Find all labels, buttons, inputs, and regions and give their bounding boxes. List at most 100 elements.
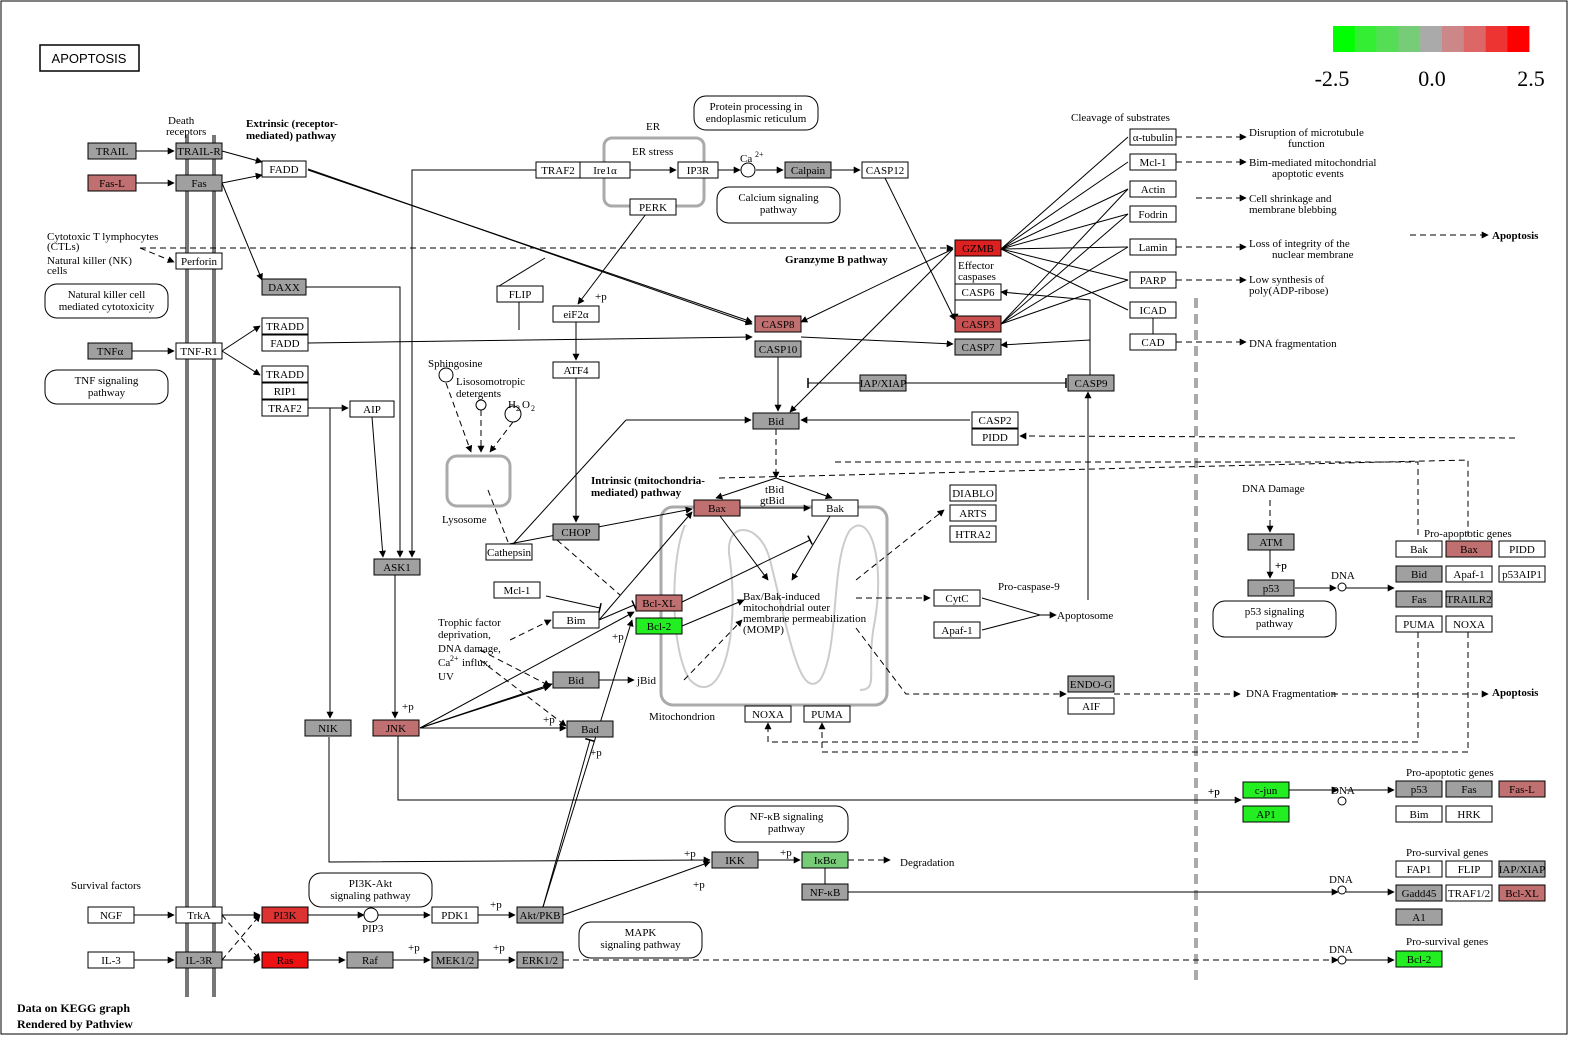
gene-box[interactable] bbox=[1445, 615, 1493, 633]
gene-box[interactable] bbox=[1498, 780, 1546, 798]
gene-flip[interactable]: FLIP bbox=[1445, 860, 1493, 878]
gene-box[interactable] bbox=[175, 174, 223, 192]
gene-htra2[interactable]: HTRA2 bbox=[949, 525, 997, 543]
gene-casp3[interactable]: CASP3 bbox=[954, 315, 1002, 333]
gene-icad[interactable]: ICAD bbox=[1129, 301, 1177, 319]
gene-box[interactable] bbox=[801, 851, 849, 869]
gene-box[interactable] bbox=[431, 906, 479, 924]
gene-box[interactable] bbox=[949, 484, 997, 502]
gene-pdk1[interactable]: PDK1 bbox=[431, 906, 479, 924]
gene-trail-r[interactable]: TRAIL-R bbox=[175, 142, 223, 160]
gene-box[interactable] bbox=[949, 504, 997, 522]
gene-box[interactable] bbox=[1129, 153, 1177, 171]
gene-box[interactable] bbox=[1247, 579, 1295, 597]
gene-lamin[interactable]: Lamin bbox=[1129, 238, 1177, 256]
gene-box[interactable] bbox=[261, 906, 309, 924]
gene-box[interactable] bbox=[1498, 565, 1546, 583]
gene-box[interactable] bbox=[552, 305, 600, 323]
gene-box[interactable] bbox=[261, 399, 309, 417]
gene-box[interactable] bbox=[175, 142, 223, 160]
gene-box[interactable] bbox=[304, 719, 352, 737]
gene-box[interactable] bbox=[373, 558, 421, 576]
gene-il-3r[interactable]: IL-3R bbox=[175, 951, 223, 969]
gene-box[interactable] bbox=[1129, 301, 1177, 319]
gene-p53[interactable]: p53 bbox=[1247, 579, 1295, 597]
gene-nf-b[interactable]: NF-κB bbox=[801, 883, 849, 901]
gene-fas[interactable]: Fas bbox=[1395, 590, 1443, 608]
gene-box[interactable] bbox=[261, 382, 309, 400]
gene-chop[interactable]: CHOP bbox=[552, 523, 600, 541]
gene-box[interactable] bbox=[87, 906, 135, 924]
gene-i-b[interactable]: IκBα bbox=[801, 851, 849, 869]
gene-cad[interactable]: CAD bbox=[1129, 333, 1177, 351]
gene-box[interactable] bbox=[1395, 805, 1443, 823]
gene-box[interactable] bbox=[1395, 860, 1443, 878]
gene-bax[interactable]: Bax bbox=[1445, 540, 1493, 558]
gene-atm[interactable]: ATM bbox=[1247, 533, 1295, 551]
gene-fas-l[interactable]: Fas-L bbox=[87, 174, 137, 192]
gene-bid[interactable]: Bid bbox=[1395, 565, 1443, 583]
gene-box[interactable] bbox=[1395, 590, 1443, 608]
gene-mcl-1[interactable]: Mcl-1 bbox=[493, 581, 541, 599]
gene-box[interactable] bbox=[1445, 860, 1493, 878]
gene-p53[interactable]: p53 bbox=[1395, 780, 1443, 798]
pathway-box[interactable] bbox=[1212, 600, 1337, 638]
gene-box[interactable] bbox=[784, 161, 832, 179]
gene-noxa[interactable]: NOXA bbox=[744, 705, 792, 723]
gene-bad[interactable]: Bad bbox=[566, 720, 614, 738]
gene-erk1-2[interactable]: ERK1/2 bbox=[516, 951, 564, 969]
gene-box[interactable] bbox=[754, 340, 802, 358]
gene-box[interactable] bbox=[744, 705, 792, 723]
gene-fodrin[interactable]: Fodrin bbox=[1129, 205, 1177, 223]
gene-box[interactable] bbox=[693, 499, 741, 517]
gene-puma[interactable]: PUMA bbox=[1395, 615, 1443, 633]
gene-box[interactable] bbox=[801, 883, 849, 901]
gene-box[interactable] bbox=[1129, 180, 1177, 198]
pathway-box[interactable] bbox=[578, 921, 703, 959]
gene-tnf-r1[interactable]: TNF-R1 bbox=[175, 342, 223, 360]
gene-casp10[interactable]: CASP10 bbox=[754, 340, 802, 358]
gene-fap1[interactable]: FAP1 bbox=[1395, 860, 1443, 878]
gene-box[interactable] bbox=[175, 342, 223, 360]
gene-cytc[interactable]: CytC bbox=[933, 589, 981, 607]
gene-box[interactable] bbox=[87, 342, 133, 360]
gene-casp8[interactable]: CASP8 bbox=[754, 315, 802, 333]
gene-iap-xiap[interactable]: IAP/XIAP bbox=[859, 374, 907, 392]
gene-bcl-xl[interactable]: Bcl-XL bbox=[1498, 884, 1546, 902]
gene-box[interactable] bbox=[711, 851, 759, 869]
gene-ikk[interactable]: IKK bbox=[711, 851, 759, 869]
gene-box[interactable] bbox=[1395, 540, 1443, 558]
gene-eif2[interactable]: eiF2α bbox=[552, 305, 600, 323]
gene-box[interactable] bbox=[971, 428, 1019, 446]
gene-bcl-2[interactable]: Bcl-2 bbox=[1395, 950, 1443, 968]
gene-fas-l[interactable]: Fas-L bbox=[1498, 780, 1546, 798]
gene-box[interactable] bbox=[516, 951, 564, 969]
gene-box[interactable] bbox=[1395, 884, 1443, 902]
gene-nik[interactable]: NIK bbox=[304, 719, 352, 737]
gene-box[interactable] bbox=[954, 239, 1002, 257]
gene-box[interactable] bbox=[261, 278, 307, 296]
gene-box[interactable] bbox=[552, 361, 600, 379]
gene-box[interactable] bbox=[754, 315, 802, 333]
gene-box[interactable] bbox=[87, 174, 137, 192]
gene-box[interactable] bbox=[1498, 540, 1546, 558]
gene-box[interactable] bbox=[261, 317, 309, 335]
gene-cathepsin[interactable]: Cathepsin bbox=[485, 543, 533, 561]
gene-traf1-2[interactable]: TRAF1/2 bbox=[1445, 884, 1493, 902]
gene-box[interactable] bbox=[1067, 697, 1115, 715]
gene-box[interactable] bbox=[87, 951, 135, 969]
gene-traf2[interactable]: TRAF2 bbox=[261, 399, 309, 417]
gene-puma[interactable]: PUMA bbox=[803, 705, 851, 723]
gene-ras[interactable]: Ras bbox=[261, 951, 309, 969]
gene-box[interactable] bbox=[1445, 565, 1493, 583]
gene-bcl-xl[interactable]: Bcl-XL bbox=[635, 594, 683, 612]
gene-iap-xiap[interactable]: IAP/XIAP bbox=[1498, 860, 1546, 878]
gene-box[interactable] bbox=[752, 412, 800, 430]
gene-bcl-2[interactable]: Bcl-2 bbox=[635, 617, 683, 635]
gene-box[interactable] bbox=[346, 951, 394, 969]
gene-box[interactable] bbox=[677, 161, 719, 179]
gene-box[interactable] bbox=[349, 400, 395, 418]
gene-box[interactable] bbox=[971, 411, 1019, 429]
gene-box[interactable] bbox=[493, 581, 541, 599]
